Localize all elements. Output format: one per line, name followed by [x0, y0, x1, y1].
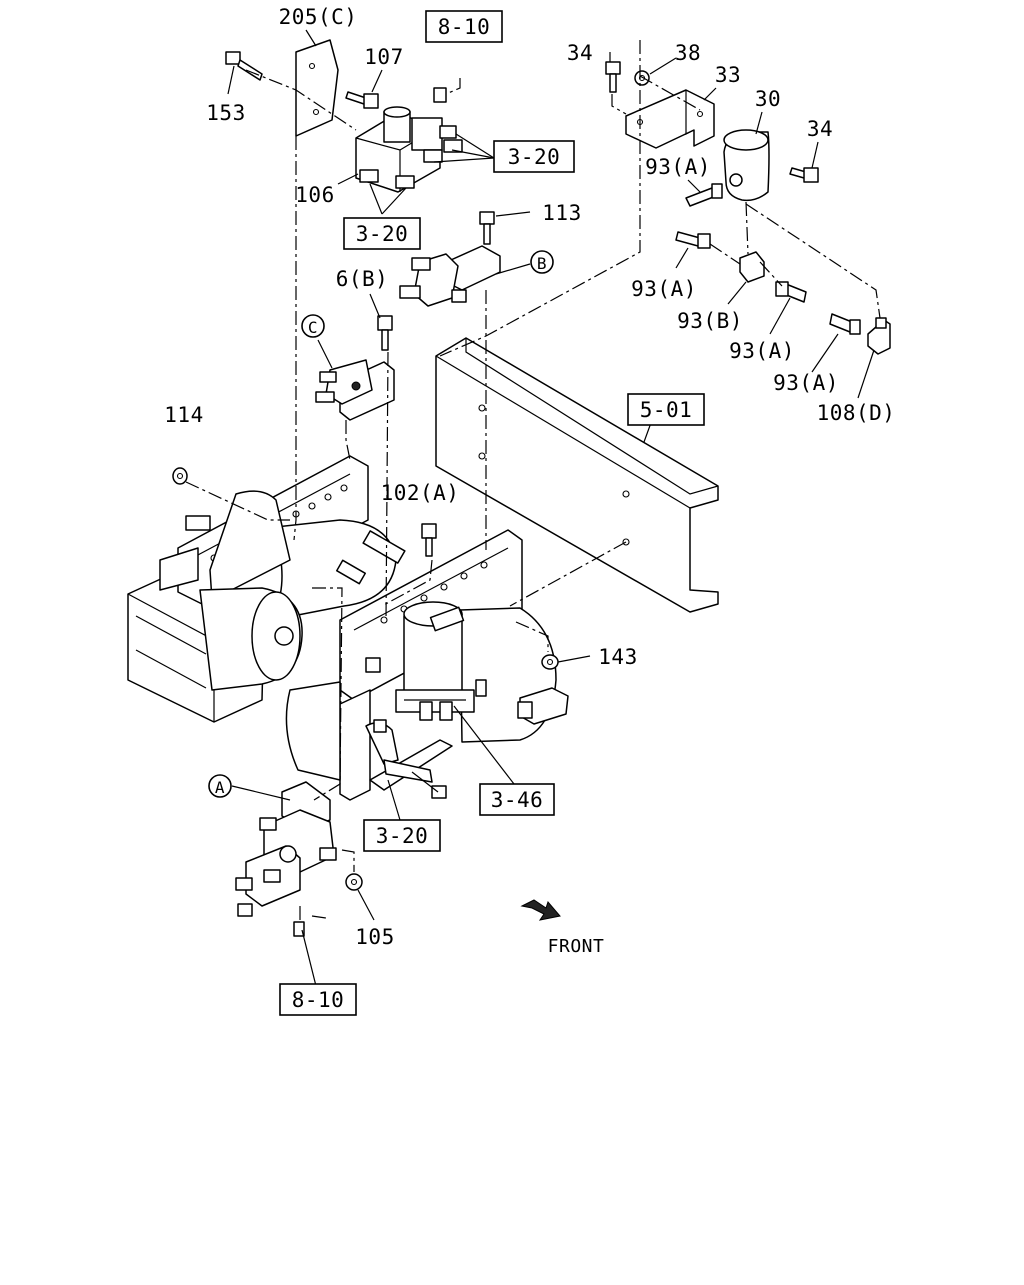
svg-text:8-10: 8-10 [292, 988, 345, 1012]
ref-box-3-20-top: 3-20 [493, 140, 575, 173]
svg-text:C: C [308, 318, 318, 337]
label-102a: 102(A) [381, 481, 460, 505]
label-6b: 6(B) [336, 267, 389, 291]
tee-93b [739, 251, 765, 283]
valve-106 [355, 106, 463, 193]
callout-circle-a: A [208, 774, 232, 798]
label-93a-mid: 93(A) [631, 277, 697, 301]
label-93a-right: 93(A) [729, 339, 795, 363]
bolt-153 [225, 51, 263, 81]
leader-lines [227, 29, 875, 987]
bracket-33 [625, 89, 715, 149]
svg-text:B: B [537, 254, 547, 273]
ref-box-3-20-mid: 3-20 [343, 217, 421, 250]
fitting-93a-mid [675, 231, 711, 249]
part-labels: 205(C) 107 153 106 34 38 33 30 34 93(A) … [164, 5, 895, 949]
valve-6b [315, 315, 395, 421]
clip-8-10-bottom [293, 921, 305, 937]
ref-box-5-01: 5-01 [627, 393, 705, 426]
label-34-right: 34 [807, 117, 833, 141]
label-38: 38 [675, 41, 701, 65]
center-lines [185, 40, 881, 920]
clip-8-10-top [433, 87, 447, 103]
bolt-34-right [789, 167, 819, 183]
svg-text:5-01: 5-01 [640, 398, 693, 422]
nut-105 [345, 873, 363, 891]
nut-38 [634, 70, 650, 86]
nut-143 [541, 654, 559, 670]
nut-114 [172, 467, 188, 485]
bracket-205c [295, 39, 339, 137]
label-143: 143 [598, 645, 637, 669]
ref-box-8-10-bottom: 8-10 [279, 983, 357, 1016]
tank-30 [723, 129, 770, 202]
ref-box-8-10-top: 8-10 [425, 10, 503, 43]
bracket-b [399, 211, 501, 307]
ref-box-3-20-bottom: 3-20 [363, 819, 441, 852]
fitting-93a-right [775, 281, 807, 303]
fitting-93a-far [829, 313, 861, 335]
label-93a-top: 93(A) [645, 155, 711, 179]
fitting-93a-top [685, 183, 723, 207]
bolt-102a [421, 523, 437, 557]
valve-a [235, 781, 337, 917]
label-33: 33 [715, 63, 741, 87]
ref-box-3-46: 3-46 [479, 783, 555, 816]
svg-text:3-20: 3-20 [376, 824, 429, 848]
label-105: 105 [355, 925, 394, 949]
label-205c: 205(C) [279, 5, 358, 29]
svg-text:A: A [215, 778, 225, 797]
front-indicator: FRONT [520, 899, 605, 957]
label-93b: 93(B) [677, 309, 743, 333]
label-108d: 108(D) [817, 401, 896, 425]
right-bracket-assembly [285, 529, 569, 801]
svg-text:8-10: 8-10 [438, 15, 491, 39]
label-107: 107 [364, 45, 403, 69]
svg-text:3-20: 3-20 [356, 222, 409, 246]
elbow-108d [867, 317, 891, 355]
label-30: 30 [755, 87, 781, 111]
callout-circle-b: B [530, 250, 554, 274]
label-113: 113 [542, 201, 581, 225]
callout-circle-c: C [301, 314, 325, 338]
label-114: 114 [164, 403, 203, 427]
svg-text:3-20: 3-20 [508, 145, 561, 169]
front-label: FRONT [548, 936, 605, 957]
label-93a-far: 93(A) [773, 371, 839, 395]
bolt-107 [345, 91, 379, 109]
label-106: 106 [295, 183, 334, 207]
bolt-34-left [605, 61, 621, 93]
label-34-left: 34 [567, 41, 593, 65]
label-153: 153 [206, 101, 245, 125]
left-bracket-assembly [127, 455, 406, 723]
front-arrow-icon [520, 899, 561, 921]
svg-text:3-46: 3-46 [491, 788, 544, 812]
